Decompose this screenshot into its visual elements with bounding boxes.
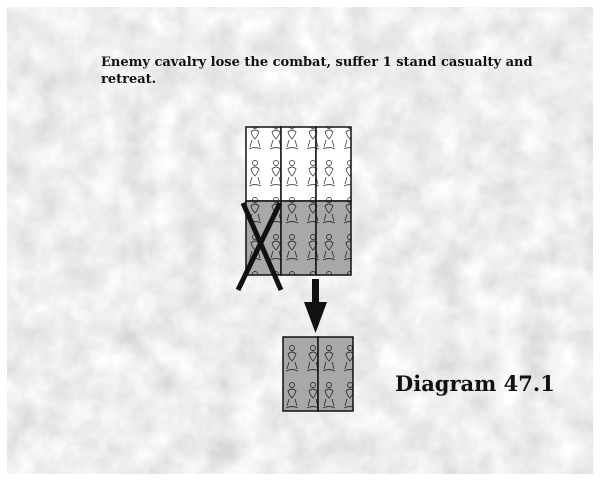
friendly-stand-1 (245, 126, 282, 202)
friendly-stand-2 (280, 126, 317, 202)
retreat-arrow-icon (304, 279, 327, 333)
enemy-stand-2 (280, 200, 317, 276)
casualty-cross-icon (235, 201, 284, 292)
diagram-number-label: Diagram 47.1 (395, 371, 555, 396)
friendly-unit (245, 126, 352, 202)
retreated-stand-2 (317, 336, 354, 412)
enemy-unit-retreated (282, 336, 354, 412)
friendly-stand-3 (315, 126, 352, 202)
battle-diagram (235, 126, 354, 412)
diagram-panel: Enemy cavalry lose the combat, suffer 1 … (7, 7, 593, 474)
enemy-stand-3 (315, 200, 352, 276)
caption-text: Enemy cavalry lose the combat, suffer 1 … (101, 55, 533, 87)
retreated-stand-1 (282, 336, 319, 412)
